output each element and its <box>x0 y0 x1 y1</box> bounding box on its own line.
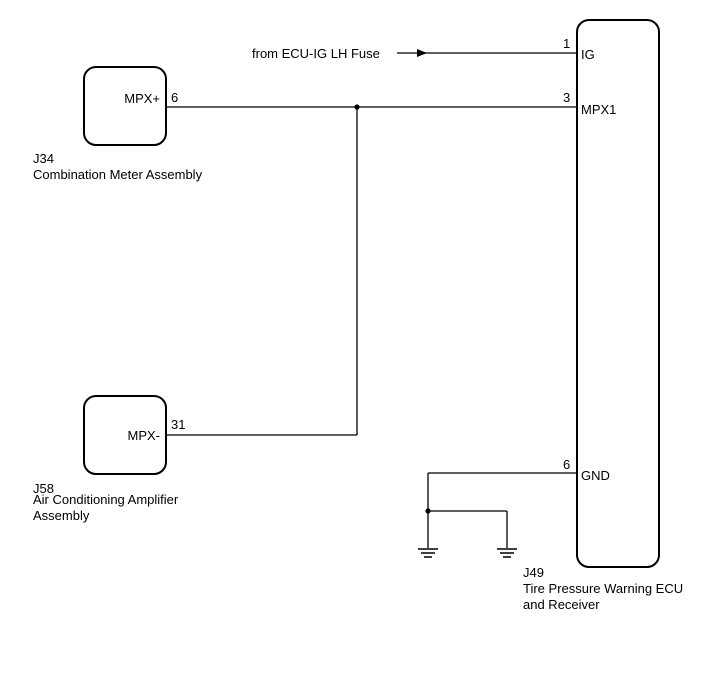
j58-pin-number: 31 <box>171 417 185 432</box>
j49-component-box <box>576 19 660 568</box>
mpx-junction-dot <box>354 104 360 110</box>
j49-pin-number-gnd: 6 <box>563 457 570 472</box>
j58-component-name-line2: Assembly <box>33 508 90 523</box>
j49-pin-label-mpx1: MPX1 <box>581 102 616 117</box>
ground-symbol-left-icon <box>418 548 438 558</box>
fuse-source-label: from ECU-IG LH Fuse <box>252 46 380 61</box>
j58-connector-id: J58 <box>33 481 54 496</box>
j49-pin-label-ig: IG <box>581 47 595 62</box>
j34-component-name: Combination Meter Assembly <box>33 167 203 182</box>
j49-pin-number-ig: 1 <box>563 36 570 51</box>
j34-connector-id: J34 <box>33 151 54 166</box>
j49-component-name-line2: and Receiver <box>523 597 600 612</box>
j34-component-box <box>83 66 167 146</box>
j34-pin-number: 6 <box>171 90 178 105</box>
j49-pin-number-mpx1: 3 <box>563 90 570 105</box>
j58-pin-label: MPX- <box>128 428 161 443</box>
gnd-junction-dot <box>425 508 431 514</box>
ground-symbol-right-icon <box>497 548 517 558</box>
j49-component-name-line1: Tire Pressure Warning ECU <box>523 581 683 596</box>
j49-connector-id: J49 <box>523 565 544 580</box>
j49-pin-label-gnd: GND <box>581 468 610 483</box>
j58-component-name-line1: Air Conditioning Amplifier <box>33 492 179 507</box>
j34-pin-label: MPX+ <box>124 91 160 106</box>
